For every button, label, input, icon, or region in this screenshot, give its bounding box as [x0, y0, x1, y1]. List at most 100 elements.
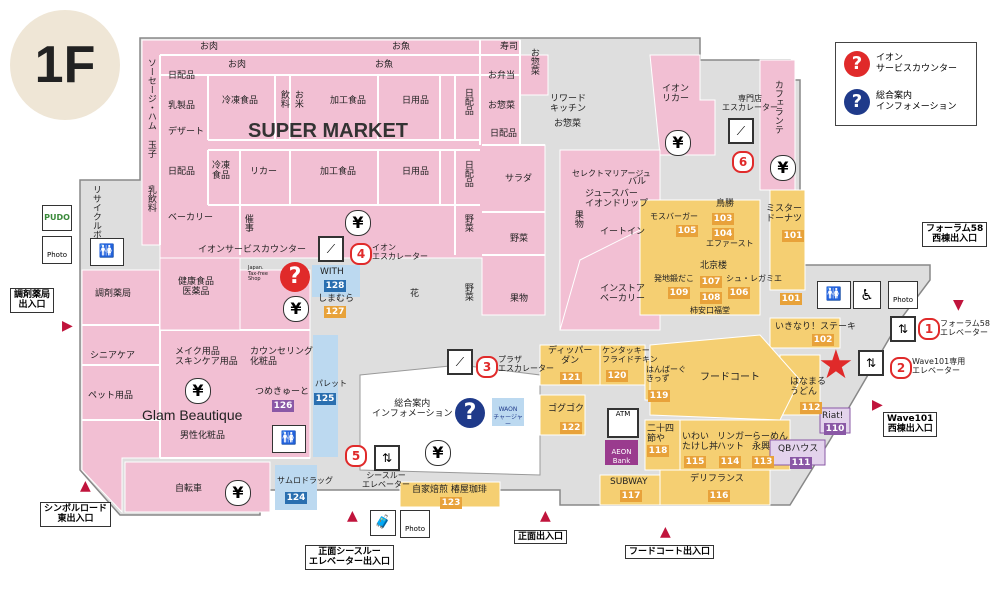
section-bakery: ベーカリー [168, 213, 214, 223]
entrance-wave[interactable]: Wave101 西棟出入口 [883, 412, 938, 437]
legend-box: ? イオン サービスカウンター ? 総合案内 インフォメーション [835, 42, 977, 126]
shop-kariyasu: 柿安口福堂 [690, 306, 730, 315]
section-meat1: お肉 [200, 42, 219, 52]
shop-juice: ジュースバー イオンドリップ [585, 189, 649, 209]
shop-mens: 男性化粧品 [180, 431, 226, 441]
shop-tsumekyu: つめきゅーと [255, 387, 310, 397]
shop-liquor: イオン リカー [662, 84, 690, 104]
section-fish1: お魚 [392, 42, 411, 52]
shop-select: セレクトマリアージュ [572, 169, 651, 178]
yen-icon: ¥ [283, 296, 309, 322]
shop-num: 111 [790, 457, 812, 469]
bakery-area [559, 219, 661, 331]
marker-3: 3 [476, 356, 498, 378]
section-deli3: お惣菜 [554, 119, 582, 129]
shop-chouzai: 調剤薬局 [95, 289, 132, 299]
shop-num: 117 [620, 490, 642, 502]
shop-mister: ミスター ドーナツ [766, 204, 803, 224]
section-deli2: お惣菜 [488, 101, 516, 111]
shop-num: 115 [684, 456, 706, 468]
entrance-arrow-icon: ▼ [953, 297, 964, 313]
shop-num: 121 [560, 372, 582, 384]
section-milkdrink: 乳飲料 [145, 185, 156, 212]
shop-senior: シニアケア [90, 351, 136, 361]
accessible-icon: ♿ [853, 281, 881, 309]
shop-cafe123: 自家焙煎 椿屋珈琲 [412, 485, 487, 495]
shop-num: 109 [668, 287, 690, 299]
section-event: 催事 [242, 214, 253, 232]
shop-num: 127 [324, 306, 346, 318]
shop-ramen: らーめん 永興 [752, 432, 789, 452]
shop-ebifirst: エファースト [706, 239, 754, 248]
aeon-bank: AEON Bank [605, 440, 638, 465]
elevator-icon: ⇅ [890, 316, 916, 342]
section-recycle: リサイクルボックス [90, 185, 101, 266]
entrance-arrow-icon: ▲ [347, 508, 358, 524]
shop-counseling: カウンセリング 化粧品 [250, 347, 314, 367]
section-nichihai2: 日配品 [168, 167, 196, 177]
yen-icon: ¥ [345, 210, 371, 236]
facility-3-label: プラザ エスカレーター [498, 355, 554, 373]
shop-num: 122 [560, 422, 582, 434]
section-sausage: ソーセージ・ハム [145, 58, 156, 130]
entrance-chouzai[interactable]: 調剤薬局 出入口 [10, 288, 55, 313]
section-nichihai3: 日配品 [462, 88, 473, 115]
entrance-arrow-icon: ▶ [872, 397, 883, 413]
legend-service-label: イオン サービスカウンター [876, 53, 958, 74]
shop-health: 健康食品 医薬品 [178, 277, 215, 297]
facility-4-label: イオン エスカレーター [372, 243, 428, 261]
elevator-icon: ⇅ [858, 350, 884, 376]
info-label: 総合案内 インフォメーション [372, 399, 453, 419]
escalator-icon: ⟋ [447, 349, 473, 375]
service-counter-icon[interactable]: ? [280, 262, 310, 292]
section-nichihai4: 日配品 [462, 160, 473, 187]
shop-bakery: インストア ベーカリー [600, 284, 646, 304]
shop-japan-taxfree: Japan. Tax-free Shop [248, 265, 268, 282]
shop-gogoko: ゴグゴク [548, 404, 585, 414]
section-dessert: デザート [168, 127, 205, 137]
facility-2-label: Wave101専用 エレベーター [912, 357, 966, 375]
section-egg: 玉子 [145, 140, 156, 158]
marker-6: 6 [732, 151, 754, 173]
atm-icon: ATM [607, 408, 639, 438]
yen-icon: ¥ [225, 480, 251, 506]
entrance-foodcourt[interactable]: フードコート出入口 [625, 545, 715, 560]
section-bento: お弁当 [488, 71, 516, 81]
shop-sweets: 発地鍛だこ [654, 274, 694, 283]
section-veg3: 野菜 [462, 283, 473, 301]
entrance-front[interactable]: 正面出入口 [514, 530, 568, 545]
legend-info: ? 総合案内 インフォメーション [844, 89, 957, 115]
shop-num: 110 [824, 423, 846, 435]
section-flower: 花 [410, 289, 420, 299]
section-deli1: お惣菜 [528, 48, 539, 75]
floor-badge: 1F [10, 10, 120, 120]
shop-eatin: イートイン [600, 227, 646, 237]
shop-num: 106 [728, 287, 750, 299]
shop-fruit: 果物 [572, 210, 583, 228]
section-drinks: 飲料 [278, 90, 289, 108]
shop-kfc: ケンタッキー フライドチキン [602, 346, 658, 364]
shop-foodcourt: フードコート [700, 372, 760, 383]
shop-mos: モスバーガー [650, 212, 698, 221]
supermarket-title: SUPER MARKET [248, 120, 409, 142]
marker-4: 4 [350, 243, 372, 265]
legend-info-label: 総合案内 インフォメーション [876, 91, 957, 112]
section-dairy: 乳製品 [168, 101, 196, 111]
shop-num: 126 [272, 400, 294, 412]
entrance-symbol[interactable]: シンボルロード 東出入口 [40, 502, 112, 527]
shop-shimamura: しまむら [318, 294, 355, 304]
shop-iwai: いわい たけし丼 [682, 432, 719, 452]
shop-num: 116 [708, 490, 730, 502]
shop-num: 112 [800, 402, 822, 414]
shop-defrance: デリフランス [690, 474, 744, 484]
shop-steak: いきなり！ステーキ [775, 322, 857, 332]
shop-make: メイク用品 スキンケア用品 [175, 347, 238, 367]
info-icon[interactable]: ? [455, 398, 485, 428]
entrance-forum[interactable]: フォーラム58 西棟出入口 [922, 222, 988, 247]
floor-label: 1F [34, 36, 96, 94]
entrance-seethrough[interactable]: 正面シースルー エレベーター出入口 [305, 545, 395, 570]
food-court [649, 334, 801, 421]
shop-cafe: カフェランテ [772, 80, 783, 134]
shop-with: WITH [320, 267, 344, 277]
atm-label: ATM [615, 410, 631, 418]
